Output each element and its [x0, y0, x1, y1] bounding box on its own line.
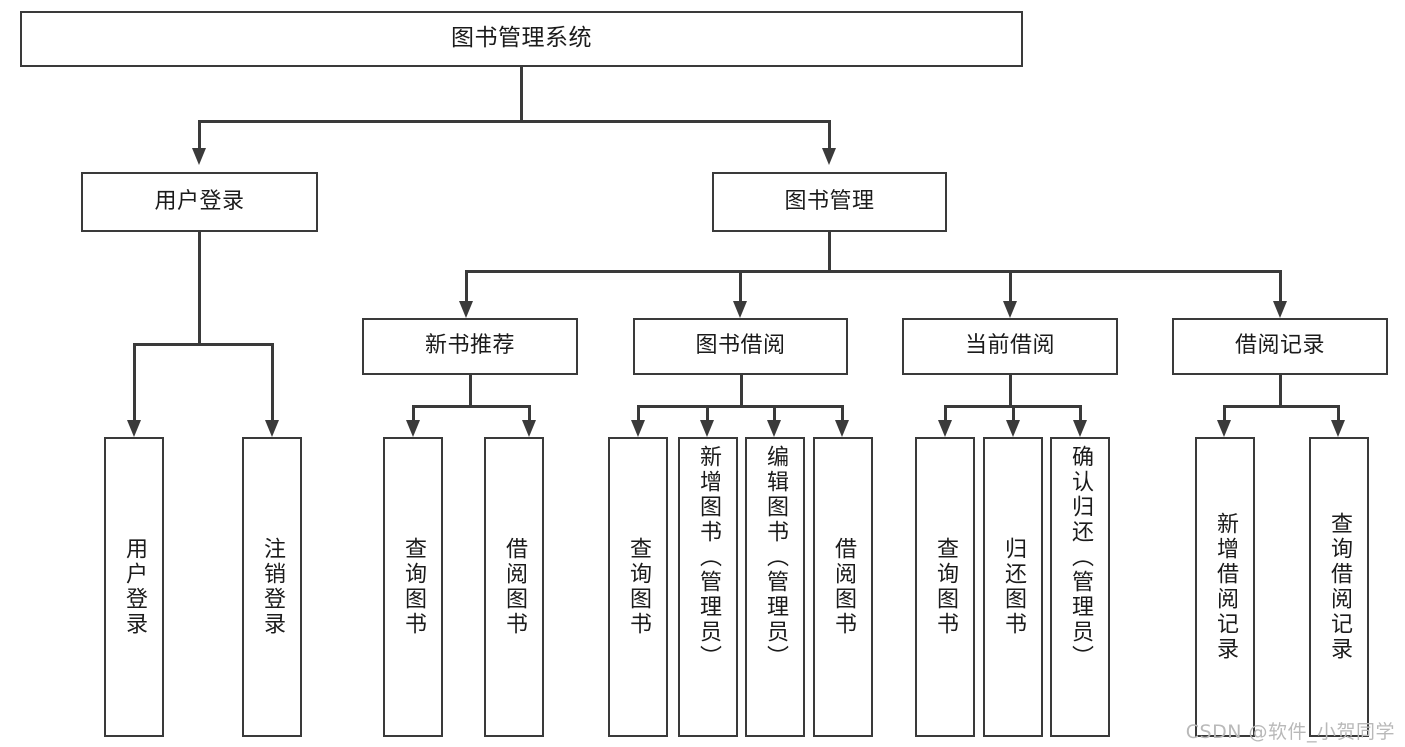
connector-level1-bar — [198, 120, 831, 123]
arrowhead-to-leaf-borrow-book-1 — [522, 420, 536, 437]
node-leaf-return-book[interactable]: 归还图书 — [983, 437, 1043, 737]
connector-current-borrow-stem — [1009, 375, 1012, 405]
arrowhead-to-leaf-edit-book — [767, 420, 781, 437]
connector-book-borrow-drop-3 — [773, 405, 776, 420]
node-label: 编辑图书（管理员） — [763, 445, 788, 670]
connector-level2-drop-4 — [1279, 270, 1282, 301]
node-leaf-add-book[interactable]: 新增图书（管理员） — [678, 437, 738, 737]
connector-book-borrow-drop-2 — [706, 405, 709, 420]
node-label: 查询图书 — [626, 537, 651, 637]
connector-book-borrow-bar — [637, 405, 843, 408]
connector-borrow-record-stem — [1279, 375, 1282, 405]
node-label: 借阅图书 — [502, 537, 527, 637]
connector-borrow-record-bar — [1223, 405, 1339, 408]
connector-user-login-drop-2 — [271, 343, 274, 420]
node-leaf-borrow-book-1[interactable]: 借阅图书 — [484, 437, 544, 737]
node-leaf-add-record[interactable]: 新增借阅记录 — [1195, 437, 1255, 737]
node-leaf-query-book-1[interactable]: 查询图书 — [383, 437, 443, 737]
connector-level1-drop-right — [828, 120, 831, 148]
node-label: 确认归还（管理员） — [1068, 445, 1093, 670]
node-label: 查询借阅记录 — [1327, 512, 1352, 662]
node-label: 借阅图书 — [831, 537, 856, 637]
node-leaf-query-book-2[interactable]: 查询图书 — [608, 437, 668, 737]
node-book-management[interactable]: 图书管理 — [712, 172, 947, 232]
connector-user-login-stem — [198, 232, 201, 343]
node-label: 借阅记录 — [1234, 333, 1325, 359]
arrowhead-to-leaf-user-login — [127, 420, 141, 437]
node-label: 新增图书（管理员） — [696, 445, 721, 670]
node-label: 当前借阅 — [964, 333, 1055, 359]
arrowhead-to-leaf-return-book — [1006, 420, 1020, 437]
connector-user-login-bar — [133, 343, 271, 346]
connector-level1-drop-left — [198, 120, 201, 148]
connector-new-book-rec-stem — [469, 375, 472, 405]
connector-root-stem — [520, 67, 523, 120]
arrowhead-to-leaf-query-book-2 — [631, 420, 645, 437]
connector-level2-bar — [465, 270, 1282, 273]
connector-new-book-rec-drop-1 — [412, 405, 415, 420]
connector-current-borrow-drop-2 — [1012, 405, 1015, 420]
arrowhead-to-borrow-record — [1273, 301, 1287, 318]
arrowhead-to-leaf-query-book-1 — [406, 420, 420, 437]
connector-book-borrow-drop-4 — [841, 405, 844, 420]
connector-book-borrow-drop-1 — [637, 405, 640, 420]
arrowhead-to-leaf-confirm-return — [1073, 420, 1087, 437]
node-label: 查询图书 — [401, 537, 426, 637]
arrowhead-to-leaf-borrow-book-2 — [835, 420, 849, 437]
connector-current-borrow-bar — [944, 405, 1079, 408]
node-label: 归还图书 — [1001, 537, 1026, 637]
node-leaf-borrow-book-2[interactable]: 借阅图书 — [813, 437, 873, 737]
node-book-borrow[interactable]: 图书借阅 — [633, 318, 848, 375]
arrowhead-to-leaf-query-book-3 — [938, 420, 952, 437]
node-label: 图书管理 — [784, 188, 875, 214]
node-label: 用户登录 — [122, 537, 147, 637]
node-leaf-user-login[interactable]: 用户登录 — [104, 437, 164, 737]
connector-current-borrow-drop-3 — [1079, 405, 1082, 420]
arrowhead-to-leaf-add-book — [700, 420, 714, 437]
node-leaf-query-record[interactable]: 查询借阅记录 — [1309, 437, 1369, 737]
connector-user-login-drop-1 — [133, 343, 136, 420]
node-new-book-recommendation[interactable]: 新书推荐 — [362, 318, 578, 375]
node-leaf-edit-book[interactable]: 编辑图书（管理员） — [745, 437, 805, 737]
connector-new-book-rec-drop-2 — [528, 405, 531, 420]
connector-book-borrow-stem — [740, 375, 743, 405]
node-user-login[interactable]: 用户登录 — [81, 172, 318, 232]
node-label: 图书借阅 — [695, 333, 786, 359]
connector-new-book-rec-bar — [412, 405, 528, 408]
node-label: 用户登录 — [154, 188, 245, 214]
node-label: 新书推荐 — [424, 333, 515, 359]
connector-book-manage-stem — [828, 232, 831, 270]
arrowhead-to-book-borrow — [733, 301, 747, 318]
node-label: 注销登录 — [260, 537, 285, 637]
connector-level2-drop-3 — [1009, 270, 1012, 301]
connector-borrow-record-drop-1 — [1223, 405, 1226, 420]
arrowhead-to-book-manage — [822, 148, 836, 165]
node-label: 图书管理系统 — [451, 25, 592, 52]
arrowhead-to-leaf-add-record — [1217, 420, 1231, 437]
connector-level2-drop-1 — [465, 270, 468, 301]
node-label: 查询图书 — [933, 537, 958, 637]
arrowhead-to-leaf-logout — [265, 420, 279, 437]
node-root-book-management-system[interactable]: 图书管理系统 — [20, 11, 1023, 67]
node-current-borrow[interactable]: 当前借阅 — [902, 318, 1118, 375]
node-borrow-record[interactable]: 借阅记录 — [1172, 318, 1388, 375]
connector-level2-drop-2 — [739, 270, 742, 301]
node-leaf-logout[interactable]: 注销登录 — [242, 437, 302, 737]
node-leaf-confirm-return[interactable]: 确认归还（管理员） — [1050, 437, 1110, 737]
arrowhead-to-leaf-query-record — [1331, 420, 1345, 437]
node-label: 新增借阅记录 — [1213, 512, 1238, 662]
arrowhead-to-new-book-rec — [459, 301, 473, 318]
connector-current-borrow-drop-1 — [944, 405, 947, 420]
arrowhead-to-user-login — [192, 148, 206, 165]
node-leaf-query-book-3[interactable]: 查询图书 — [915, 437, 975, 737]
arrowhead-to-current-borrow — [1003, 301, 1017, 318]
connector-borrow-record-drop-2 — [1337, 405, 1340, 420]
